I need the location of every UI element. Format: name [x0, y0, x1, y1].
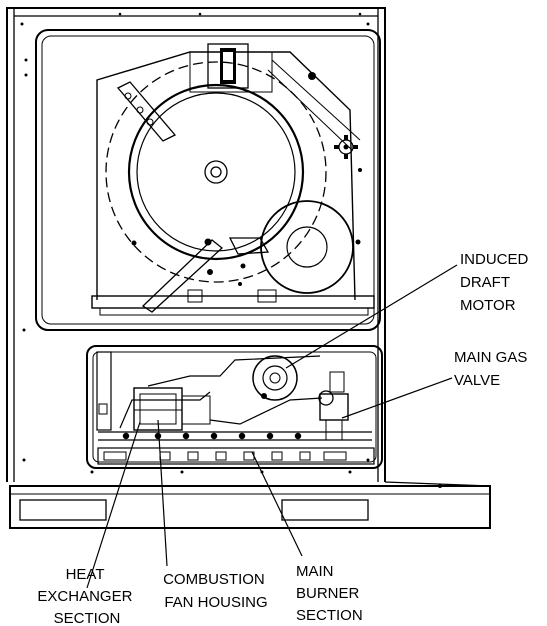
- blower-motor: [260, 200, 354, 294]
- inducer-motor: [252, 355, 298, 401]
- leader-lines: [86, 264, 458, 589]
- main-burner-section-label: MAIN BURNER SECTION: [296, 563, 364, 624]
- blower-compartment: [35, 29, 381, 331]
- combustion-fan-housing-label: COMBUSTION FAN HOUSING: [163, 571, 269, 611]
- induced-draft-motor-label: INDUCED DRAFT MOTOR: [460, 251, 533, 314]
- combustion-fan-box: [133, 387, 211, 431]
- mount-bracket: [334, 135, 358, 159]
- furnace-base: [9, 481, 491, 529]
- blower-wheel: [127, 83, 305, 261]
- furnace-cabinet: [6, 7, 386, 482]
- burner-compartment: [86, 345, 383, 469]
- main-gas-valve-label: MAIN GAS VALVE: [454, 349, 532, 389]
- gas-valve-body: [318, 371, 349, 441]
- heat-exchanger-section-label: HEAT EXCHANGER SECTION: [37, 566, 136, 626]
